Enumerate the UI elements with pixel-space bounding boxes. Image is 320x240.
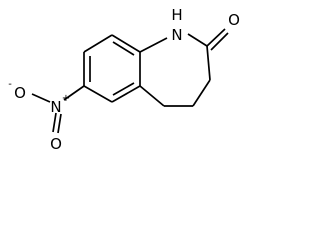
benzene-ring [83,34,141,103]
bond-carbonyl-ch2a [206,45,211,81]
bond-nitro-n-o-bottom-2 [57,113,62,134]
azepinone-ring [139,28,229,107]
bond-c6-c1 [83,34,113,53]
double-bond-inner-c1-c2 [112,41,135,56]
bond-ch2c-c3 [139,85,165,107]
amine-nitrogen-label: N [171,26,182,44]
nitro-nitrogen-label: N [50,98,61,116]
bond-c3-c4 [111,85,141,103]
nitro-group [31,85,85,134]
bond-c5-nitro-n [63,85,85,101]
bond-nitro-n-o-top [31,93,51,103]
carbonyl-oxygen-label: O [228,11,240,29]
bond-n1-c-carbonyl [187,33,208,47]
double-bond-inner-c3-c4 [112,82,135,96]
bond-c1-c2 [111,34,141,53]
bond-c2-n1 [139,37,168,53]
bond-carbonyl-o-2 [210,32,229,51]
bond-c4-c5 [83,85,113,103]
bond-carbonyl-o-1 [206,28,226,47]
structure-diagram: H N O N + O - O [8,6,240,153]
nitro-oxygen-top-label: O [14,84,26,102]
nitro-oxygen-bottom-label: O [50,135,62,153]
bond-nitro-n-o-bottom-1 [52,112,57,133]
amine-hydrogen-label: H [171,6,182,24]
nitro-nitrogen-charge: + [62,93,70,104]
nitro-oxygen-top-charge: - [8,79,12,90]
bond-ch2a-ch2b [192,79,211,107]
